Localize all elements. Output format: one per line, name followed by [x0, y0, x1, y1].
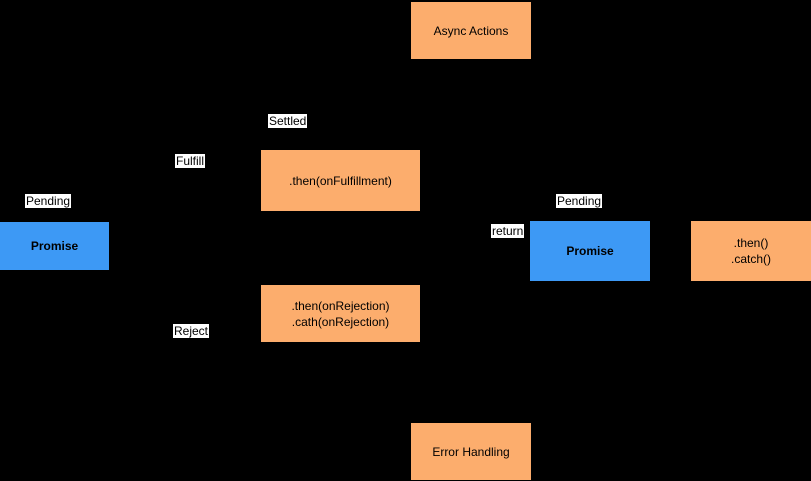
- edge-label-return: return: [491, 224, 525, 238]
- node-label: Error Handling: [432, 444, 510, 459]
- node-label: .then(onFulfillment): [289, 173, 392, 188]
- edge-label-settled: Settled: [268, 114, 308, 128]
- node-label: Async Actions: [433, 23, 509, 38]
- node-label-line-2: .catch(): [730, 252, 771, 266]
- node-then-on-fulfillment[interactable]: .then(onFulfillment): [261, 150, 420, 211]
- node-label-line-1: .then(onRejection): [291, 298, 390, 313]
- node-label: Promise: [566, 244, 614, 258]
- node-label-line-2: .cath(onRejection): [291, 314, 390, 329]
- node-promise-left[interactable]: Promise: [0, 222, 109, 270]
- node-error-handling[interactable]: Error Handling: [411, 423, 531, 480]
- edge-label-reject: Reject: [173, 324, 210, 338]
- node-then-catch[interactable]: .then() .catch(): [691, 221, 811, 281]
- node-async-actions[interactable]: Async Actions: [411, 2, 531, 59]
- node-label: Promise: [30, 239, 79, 253]
- node-promise-right[interactable]: Promise: [530, 221, 650, 281]
- node-label-line-1: .then(): [733, 236, 769, 250]
- node-then-catch-on-rejection[interactable]: .then(onRejection) .cath(onRejection): [261, 285, 420, 342]
- edge-label-fulfill: Fulfill: [175, 154, 206, 168]
- edge-label-pending-left: Pending: [25, 194, 72, 208]
- edge-label-pending-right: Pending: [556, 194, 603, 208]
